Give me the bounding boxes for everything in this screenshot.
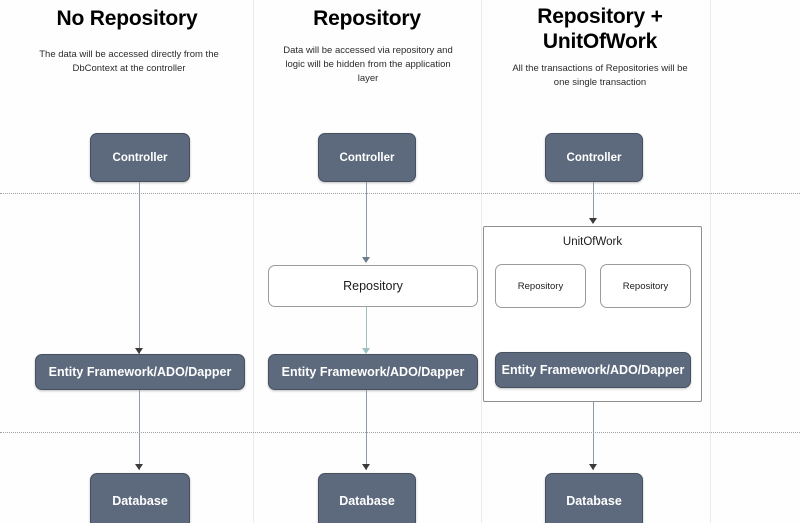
arrowhead-database-col2 — [362, 464, 370, 470]
column-subtitle-repository: Data will be accessed via repository and… — [283, 45, 453, 84]
arrowhead-repository-col2 — [362, 257, 370, 263]
node-controller-col2[interactable]: Controller — [318, 133, 416, 182]
node-database-col3[interactable]: Database — [545, 473, 643, 523]
node-repository-left-col3[interactable]: Repository — [495, 264, 586, 308]
connector-dataaccess-to-database-col2 — [366, 390, 367, 470]
column-subtitle-no-repository: The data will be accessed directly from … — [39, 49, 219, 74]
node-data-access-col1[interactable]: Entity Framework/ADO/Dapper — [35, 354, 245, 390]
connector-repository-to-dataaccess-col2 — [366, 307, 367, 350]
node-controller-col1[interactable]: Controller — [90, 133, 190, 182]
separator-data-layer — [0, 432, 800, 433]
arrowhead-database-col3 — [589, 464, 597, 470]
connector-controller-to-unitofwork-col3 — [593, 182, 594, 220]
arrowhead-unitofwork-col3 — [589, 218, 597, 224]
column-subtitle-repository-unitofwork: All the transactions of Repositories wil… — [512, 63, 688, 88]
node-controller-col3[interactable]: Controller — [545, 133, 643, 182]
label-unit-of-work: UnitOfWork — [562, 236, 623, 248]
arrowhead-dataaccess-col1 — [135, 348, 143, 354]
node-data-access-col3[interactable]: Entity Framework/ADO/Dapper — [495, 352, 691, 388]
column-title-repository: Repository — [313, 7, 421, 30]
column-title-repository-unitofwork-line2: UnitOfWork — [542, 30, 658, 53]
connector-controller-to-repository-col2 — [366, 182, 367, 259]
node-repository-col2[interactable]: Repository — [268, 265, 478, 307]
column-guide-3 — [710, 0, 711, 523]
column-title-repository-unitofwork-line1: Repository + — [537, 5, 663, 28]
connector-controller-to-dataaccess-col1 — [139, 182, 140, 356]
connector-unitofwork-to-database-col3 — [593, 402, 594, 470]
connector-dataaccess-to-database-col1 — [139, 390, 140, 470]
node-database-col2[interactable]: Database — [318, 473, 416, 523]
node-repository-right-col3[interactable]: Repository — [600, 264, 691, 308]
node-data-access-col2[interactable]: Entity Framework/ADO/Dapper — [268, 354, 478, 390]
arrowhead-database-col1 — [135, 464, 143, 470]
separator-presentation-layer — [0, 193, 800, 194]
column-guide-2 — [481, 0, 482, 523]
column-guide-1 — [253, 0, 254, 523]
column-title-no-repository: No Repository — [56, 7, 198, 30]
arrowhead-dataaccess-col2 — [362, 348, 370, 354]
node-database-col1[interactable]: Database — [90, 473, 190, 523]
